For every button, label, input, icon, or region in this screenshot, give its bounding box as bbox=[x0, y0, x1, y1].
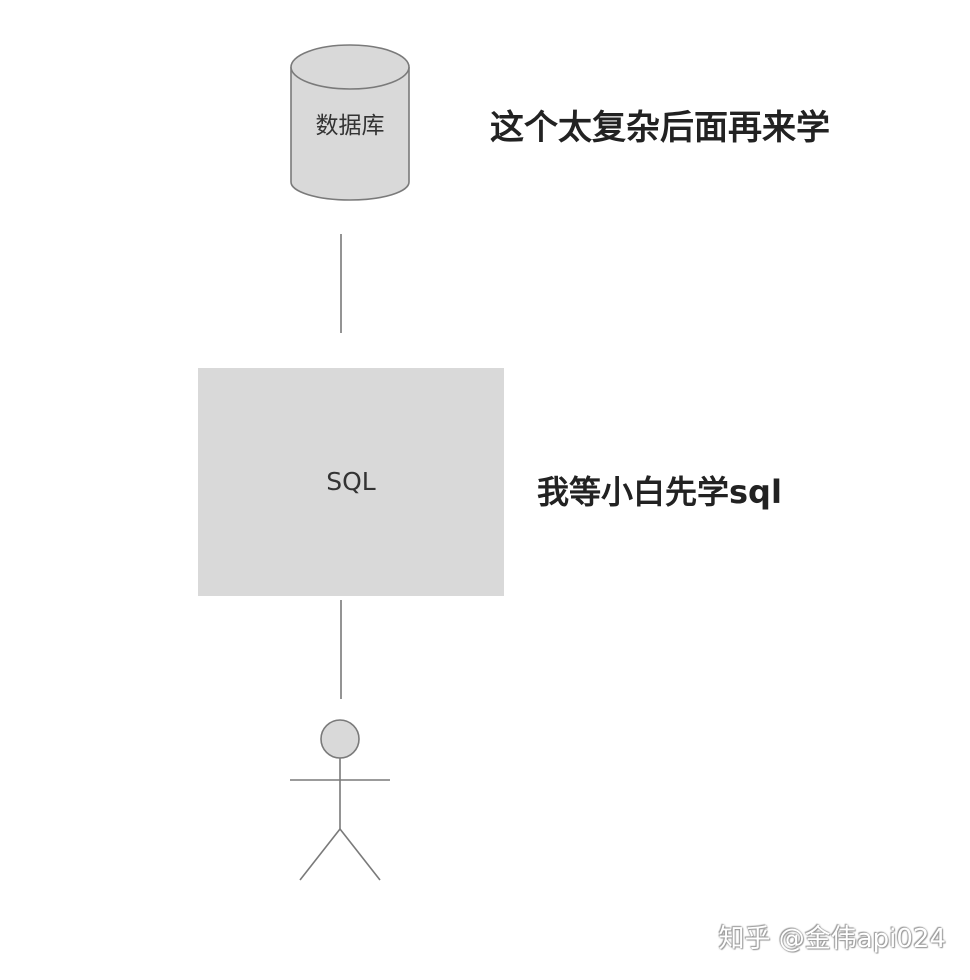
user-stick-figure-icon bbox=[290, 719, 390, 881]
sql-box bbox=[198, 368, 504, 596]
database-note: 这个太复杂后面再来学 bbox=[490, 108, 830, 148]
database-label: 数据库 bbox=[315, 113, 385, 139]
sql-label: SQL bbox=[326, 467, 376, 496]
watermark: 知乎 @金伟api024 bbox=[718, 924, 946, 954]
sql-note: 我等小白先学sql bbox=[537, 473, 782, 511]
database-cylinder bbox=[290, 44, 410, 201]
